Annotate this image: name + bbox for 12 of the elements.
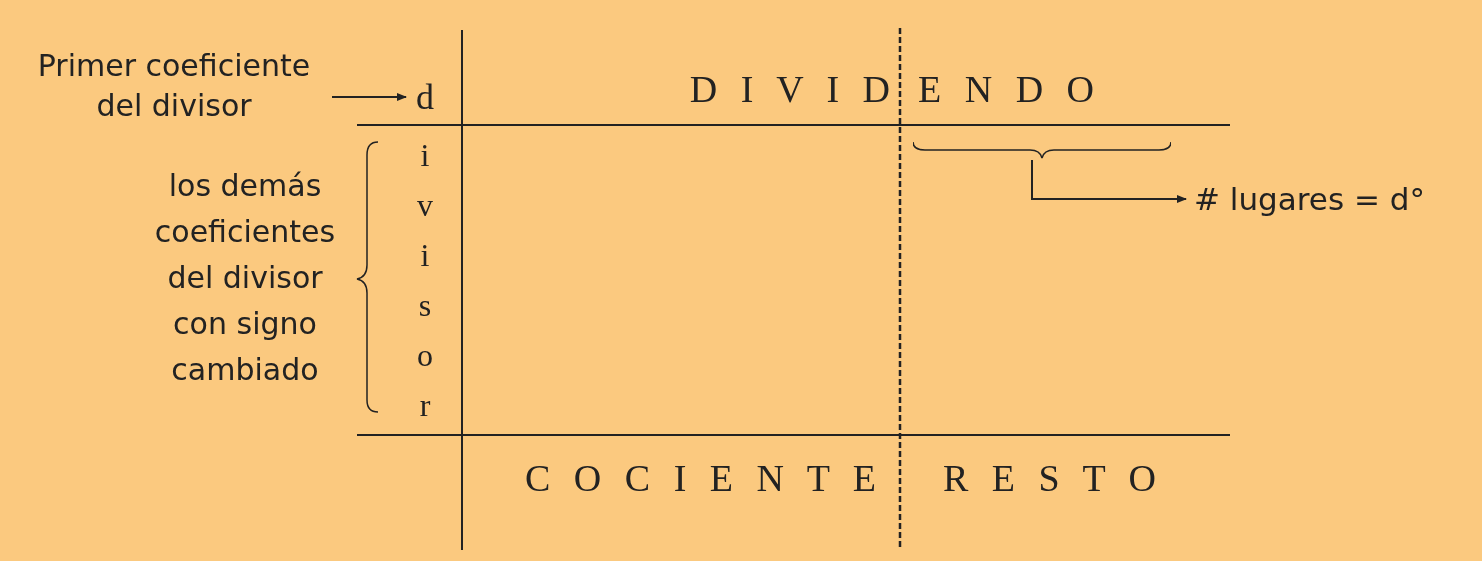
annotation-text: # lugares = d° (1194, 178, 1479, 220)
annotation-text: Primer coeficiente del divisor (18, 46, 330, 126)
heading-text: D I V I D (688, 67, 890, 112)
letter-label: d (408, 74, 442, 120)
heading-text: C O C I E N T E (524, 456, 880, 501)
annotation-text: los demás coeficientes del divisor con signo cambiado (153, 167, 337, 389)
arrow (331, 93, 407, 101)
heading-text: E N D O (918, 67, 1096, 112)
heading-text: R E S T O (943, 456, 1161, 501)
brace (913, 140, 1171, 160)
arrow (1031, 159, 1187, 203)
vertical-text: i v i s o r (416, 136, 434, 425)
